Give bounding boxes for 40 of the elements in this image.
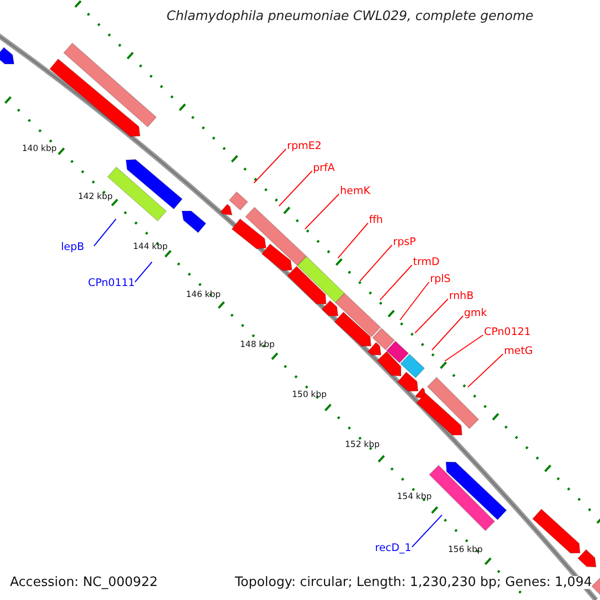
tick-label: 150 kbp bbox=[292, 391, 327, 400]
leader-line bbox=[278, 170, 312, 206]
leader-line bbox=[468, 354, 504, 388]
tick-label: 152 kbp bbox=[345, 441, 380, 450]
gene-label: metG bbox=[504, 346, 533, 356]
leader-line bbox=[254, 148, 286, 184]
tick-label: 154 kbp bbox=[397, 493, 432, 502]
footer-text: Accession: NC_000922 bbox=[10, 576, 158, 589]
gene-label: rpmE2 bbox=[287, 141, 322, 152]
gene-label: trmD bbox=[413, 257, 440, 268]
gene-label: hemK bbox=[340, 186, 370, 196]
leader-line bbox=[134, 262, 152, 282]
tick-label: 148 kbp bbox=[240, 341, 275, 350]
leader-line bbox=[412, 514, 442, 548]
gene-label: rplS bbox=[430, 274, 451, 284]
tick-label: 142 kbp bbox=[78, 193, 113, 202]
gene-label: rpsP bbox=[393, 237, 416, 248]
leader-line bbox=[444, 334, 484, 362]
leader-line bbox=[338, 222, 368, 258]
title: Chlamydophila pneumoniae CWL029, complete genome bbox=[166, 10, 534, 23]
tick-label: 144 kbp bbox=[133, 243, 168, 252]
gene-label: lepB bbox=[61, 242, 84, 252]
gene-label: rnhB bbox=[449, 291, 474, 302]
gene-label: gmk bbox=[464, 308, 487, 318]
tick-label: 140 kbp bbox=[22, 145, 57, 154]
leader-line bbox=[304, 194, 340, 230]
gene-label: recD_1 bbox=[375, 543, 412, 554]
gene-label: CPn0111 bbox=[88, 278, 135, 288]
leader-line bbox=[414, 298, 448, 334]
footer-text: Topology: circular; Length: 1,230,230 bp; Genes: 1,094 bbox=[234, 576, 592, 589]
leader-line bbox=[432, 316, 464, 350]
leader-line bbox=[94, 218, 116, 246]
gene-label: prfA bbox=[313, 163, 335, 174]
leader-line bbox=[380, 264, 412, 300]
gene-label: ffh bbox=[369, 215, 383, 226]
leader-line bbox=[360, 244, 392, 282]
gene-label: CPn0121 bbox=[484, 327, 531, 338]
tick-label: 156 kbp bbox=[448, 546, 483, 554]
tick-label: 146 kbp bbox=[186, 291, 221, 300]
leader-line bbox=[400, 282, 430, 320]
